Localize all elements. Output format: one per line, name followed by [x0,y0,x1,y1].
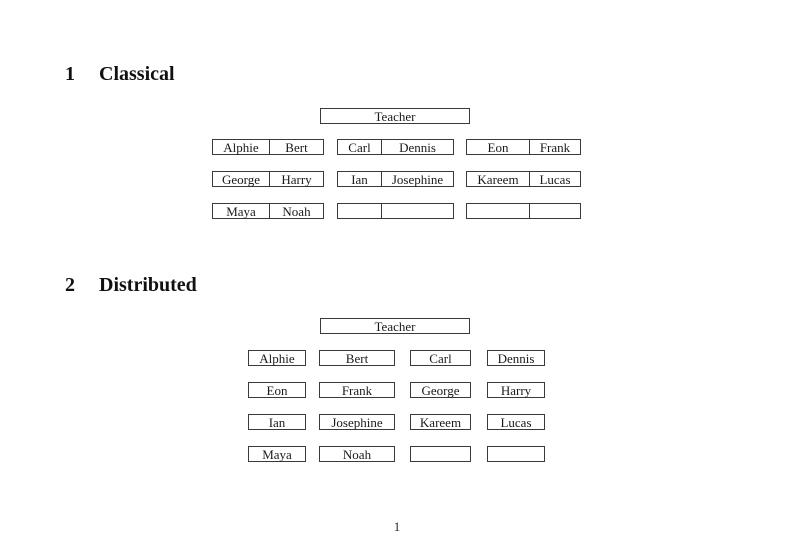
seat-cell: Alphie [213,140,270,154]
desk-pair: Eon Frank [466,139,581,155]
seat-cell: Kareem [467,172,530,186]
teacher-box: Teacher [320,108,470,124]
seat-cell: Ian [338,172,382,186]
desk-pair: Kareem Lucas [466,171,581,187]
seat-cell: Harry [281,171,312,187]
seat-cell: Eon [266,382,288,398]
desk-single: Noah [319,446,395,462]
seat-cell: Lucas [500,414,532,430]
desk-single: Maya [248,446,306,462]
seat-cell: Noah [282,203,311,219]
section-number: 2 [65,274,75,296]
desk-single: Kareem [410,414,471,430]
desk-single: Lucas [487,414,545,430]
seat-cell: Harry [500,382,532,398]
desk-single-empty [487,446,545,462]
desk-single-empty [410,446,471,462]
seat-cell: Kareem [419,414,462,430]
desk-pair: Carl Dennis [337,139,454,155]
desk-single: Eon [248,382,306,398]
seat-cell: Lucas [539,171,571,187]
section-title: Distributed [99,274,197,296]
section-heading-distributed: 2 Distributed [65,274,197,296]
desk-single: Alphie [248,350,306,366]
desk-pair: Ian Josephine [337,171,454,187]
desk-pair: George Harry [212,171,324,187]
desk-pair-empty [466,203,581,219]
section-title: Classical [99,63,175,85]
seat-cell: Alphie [259,350,295,366]
teacher-box: Teacher [320,318,470,334]
seat-cell [382,204,453,218]
desk-single: Bert [319,350,395,366]
desk-single: Josephine [319,414,395,430]
seat-cell: Noah [342,446,372,462]
desk-single: Ian [248,414,306,430]
desk-single: Carl [410,350,471,366]
seat-cell: Maya [262,446,292,462]
seat-cell: Josephine [331,414,383,430]
seat-cell: Maya [213,204,270,218]
desk-pair: Alphie Bert [212,139,324,155]
seat-cell: Carl [429,350,452,366]
seat-cell: George [213,172,270,186]
desk-pair-empty [337,203,454,219]
page-number: 1 [393,519,401,534]
seat-cell: Bert [345,350,369,366]
section-number: 1 [65,63,75,85]
teacher-label: Teacher [374,318,416,334]
seat-cell: Bert [285,139,308,155]
desk-single: Harry [487,382,545,398]
section-heading-classical: 1 Classical [65,63,175,85]
desk-single: George [410,382,471,398]
seat-cell: Dennis [399,139,436,155]
seat-cell: Josephine [391,171,444,187]
seat-cell: Ian [268,414,286,430]
seat-cell: Frank [341,382,373,398]
seat-cell [338,204,382,218]
seat-cell [467,204,530,218]
seat-cell: Eon [467,140,530,154]
desk-single: Dennis [487,350,545,366]
seat-cell: Carl [338,140,382,154]
seat-cell: Dennis [497,350,535,366]
teacher-label: Teacher [374,108,416,124]
seat-cell [530,204,580,218]
desk-pair: Maya Noah [212,203,324,219]
desk-single: Frank [319,382,395,398]
seat-cell: Frank [539,139,571,155]
seat-cell: George [421,382,460,398]
